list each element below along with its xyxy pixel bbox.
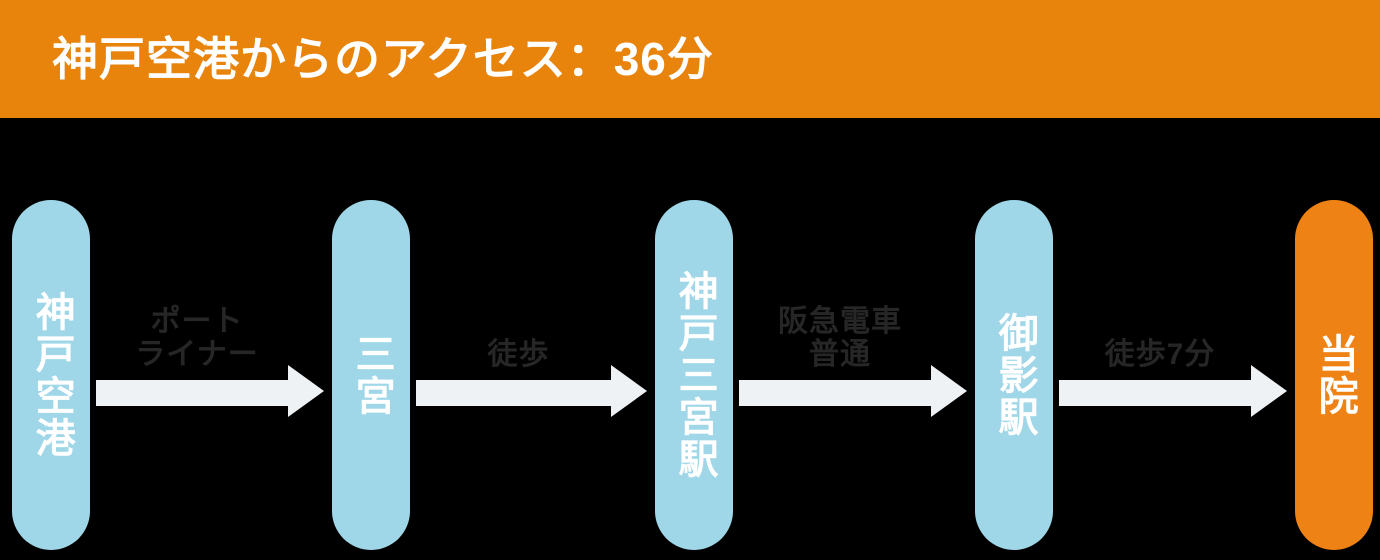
segment-label: 阪急電車 普通 (778, 304, 902, 372)
arrow-shaft (416, 380, 613, 406)
station-label: 三宮 (349, 333, 394, 417)
arrow-right-icon (416, 365, 647, 417)
route-segment-4: 徒歩7分 (1053, 200, 1295, 550)
route-diagram: 神戸空港 三宮 神戸三宮駅 御影駅 当院 ポート ライナー 徒歩 阪急電車 普通 (0, 118, 1380, 560)
header-banner: 神戸空港からのアクセス：36分 (0, 0, 1380, 118)
route-segment-3: 阪急電車 普通 (733, 200, 975, 550)
station-our-clinic: 当院 (1295, 200, 1373, 550)
station-kobe-airport: 神戸空港 (12, 200, 90, 550)
station-label: 当院 (1312, 333, 1357, 417)
arrow-right-icon (96, 365, 324, 417)
arrow-right-icon (739, 365, 967, 417)
arrow-right-icon (1059, 365, 1287, 417)
arrow-shaft (739, 380, 933, 406)
route-segment-1: ポート ライナー (90, 200, 332, 550)
segment-label: 徒歩7分 (1104, 338, 1216, 372)
station-label: 御影駅 (992, 312, 1037, 438)
station-label: 神戸三宮駅 (672, 270, 717, 480)
station-label: 神戸空港 (29, 291, 74, 459)
station-mikage-eki: 御影駅 (975, 200, 1053, 550)
arrow-head (288, 365, 324, 417)
arrow-shaft (96, 380, 290, 406)
page-title: 神戸空港からのアクセス：36分 (52, 33, 714, 85)
arrow-head (611, 365, 647, 417)
segment-label: 徒歩 (487, 338, 550, 372)
segment-label: ポート ライナー (135, 304, 259, 372)
station-kobe-sannomiya-eki: 神戸三宮駅 (655, 200, 733, 550)
route-segment-2: 徒歩 (410, 200, 655, 550)
arrow-head (931, 365, 967, 417)
arrow-shaft (1059, 380, 1253, 406)
station-sannomiya: 三宮 (332, 200, 410, 550)
arrow-head (1251, 365, 1287, 417)
